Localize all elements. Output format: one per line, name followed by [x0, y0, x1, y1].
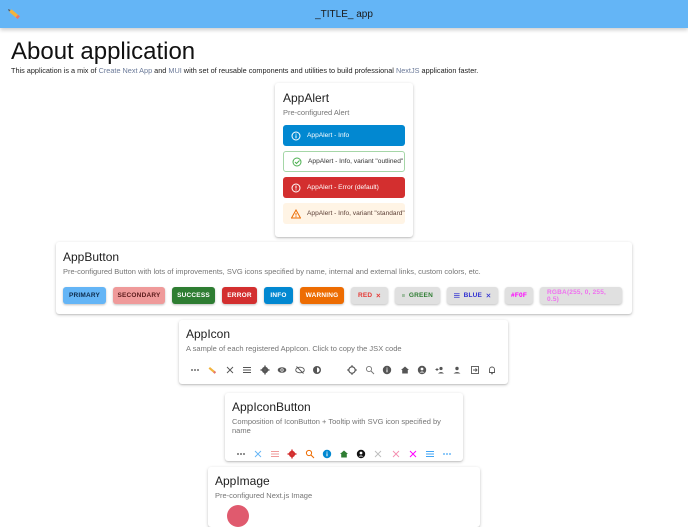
- alert-text: AppAlert - Error (default): [307, 184, 379, 191]
- sun-icon[interactable]: [344, 363, 362, 377]
- app-image-card: AppImage Pre-configured Next.js Image: [208, 467, 480, 527]
- home-icon[interactable]: [396, 363, 414, 377]
- blue-button[interactable]: BLUE: [447, 287, 498, 304]
- red-button[interactable]: RED: [351, 287, 388, 304]
- home-icon[interactable]: [335, 447, 352, 461]
- alert-text: AppAlert - Info, variant "outlined": [308, 158, 404, 165]
- alert-info: AppAlert - Info: [283, 125, 405, 146]
- menu-icon[interactable]: [422, 447, 439, 461]
- intro-middle: with set of reusable components and util…: [181, 66, 396, 75]
- person-add-icon[interactable]: [431, 363, 449, 377]
- card-title: AppButton: [63, 250, 120, 264]
- card-subtitle: A sample of each registered AppIcon. Cli…: [186, 344, 402, 353]
- nextjs-link[interactable]: NextJS: [395, 66, 420, 75]
- warning-button[interactable]: WARNING: [300, 287, 344, 304]
- card-subtitle: Composition of IconButton + Tooltip with…: [232, 417, 441, 435]
- intro-and: and: [152, 66, 169, 75]
- success-button[interactable]: SUCCESS: [172, 287, 215, 304]
- info-icon[interactable]: [379, 363, 397, 377]
- search-icon[interactable]: [361, 363, 379, 377]
- account-circle-icon[interactable]: [353, 447, 370, 461]
- check-circle-icon: [292, 157, 302, 166]
- settings-icon[interactable]: [256, 363, 274, 377]
- menu-icon: [402, 294, 405, 297]
- more-icon[interactable]: [186, 363, 204, 377]
- alert-outlined: AppAlert - Info, variant "outlined": [283, 151, 405, 172]
- notifications-icon[interactable]: [484, 363, 502, 377]
- pencil-icon[interactable]: [204, 363, 222, 377]
- card-subtitle: Pre-configured Alert: [283, 108, 350, 117]
- close-icon: [376, 293, 381, 298]
- intro-text: This application is a mix of Create Next…: [11, 66, 478, 75]
- card-title: AppIcon: [186, 327, 231, 341]
- search-icon[interactable]: [301, 447, 318, 461]
- more-icon[interactable]: [232, 447, 249, 461]
- person-icon[interactable]: [449, 363, 467, 377]
- page-title: About application: [11, 38, 196, 65]
- moon-icon[interactable]: [666, 6, 680, 22]
- visibility-icon[interactable]: [274, 363, 292, 377]
- alert-text: AppAlert - Info: [307, 132, 350, 139]
- primary-button[interactable]: PRIMARY: [63, 287, 106, 304]
- green-button[interactable]: GREEN: [395, 287, 440, 304]
- error-button[interactable]: ERROR: [222, 287, 257, 304]
- menu-icon[interactable]: [239, 363, 257, 377]
- settings-icon[interactable]: [284, 447, 301, 461]
- close-icon[interactable]: [387, 447, 404, 461]
- card-title: AppAlert: [283, 91, 330, 105]
- warning-icon: [291, 208, 301, 218]
- close-icon: [486, 293, 491, 298]
- card-title: AppIconButton: [232, 400, 311, 414]
- icon-button-row: [232, 447, 456, 461]
- alert-error: AppAlert - Error (default): [283, 177, 405, 198]
- close-icon[interactable]: [249, 447, 266, 461]
- app-icon-card: AppIcon A sample of each registered AppI…: [179, 320, 508, 384]
- app-alert-card: AppAlert Pre-configured Alert AppAlert -…: [275, 83, 413, 237]
- moon-icon[interactable]: [326, 363, 344, 377]
- close-icon[interactable]: [221, 363, 239, 377]
- account-circle-icon[interactable]: [414, 363, 432, 377]
- menu-icon[interactable]: [266, 447, 283, 461]
- card-subtitle: Pre-configured Button with lots of impro…: [63, 267, 481, 276]
- intro-prefix: This application is a mix of: [11, 66, 99, 75]
- app-icon-button-card: AppIconButton Composition of IconButton …: [225, 393, 463, 461]
- button-row: PRIMARY SECONDARY SUCCESS ERROR INFO WAR…: [63, 287, 625, 304]
- alert-standard: AppAlert - Info, variant "standard": [283, 203, 405, 224]
- card-title: AppImage: [215, 474, 270, 488]
- alert-text: AppAlert - Info, variant "standard": [307, 210, 405, 217]
- info-icon[interactable]: [318, 447, 335, 461]
- app-bar: _TITLE_ app: [0, 0, 688, 28]
- sample-image: [227, 505, 249, 527]
- mui-link[interactable]: MUI: [168, 66, 182, 75]
- info-icon: [291, 131, 301, 140]
- menu-icon: [454, 293, 460, 298]
- rgba-button[interactable]: RGBA(255, 0, 255, 0.5): [540, 287, 622, 304]
- secondary-button[interactable]: SECONDARY: [113, 287, 165, 304]
- visibility-off-icon[interactable]: [291, 363, 309, 377]
- create-next-app-link[interactable]: Create Next App: [98, 66, 153, 75]
- more-icon[interactable]: [439, 447, 456, 461]
- close-icon[interactable]: [370, 447, 387, 461]
- login-icon[interactable]: [466, 363, 484, 377]
- error-icon: [291, 183, 301, 192]
- info-button[interactable]: INFO: [264, 287, 293, 304]
- pencil-icon[interactable]: [6, 6, 22, 22]
- icon-row: [186, 363, 501, 377]
- app-title: _TITLE_ app: [315, 8, 373, 20]
- intro-suffix: application faster.: [419, 66, 479, 75]
- brightness-icon[interactable]: [309, 363, 327, 377]
- card-subtitle: Pre-configured Next.js Image: [215, 491, 313, 500]
- app-button-card: AppButton Pre-configured Button with lot…: [56, 242, 632, 314]
- f0f-button[interactable]: #F0F: [505, 287, 533, 304]
- close-icon[interactable]: [404, 447, 421, 461]
